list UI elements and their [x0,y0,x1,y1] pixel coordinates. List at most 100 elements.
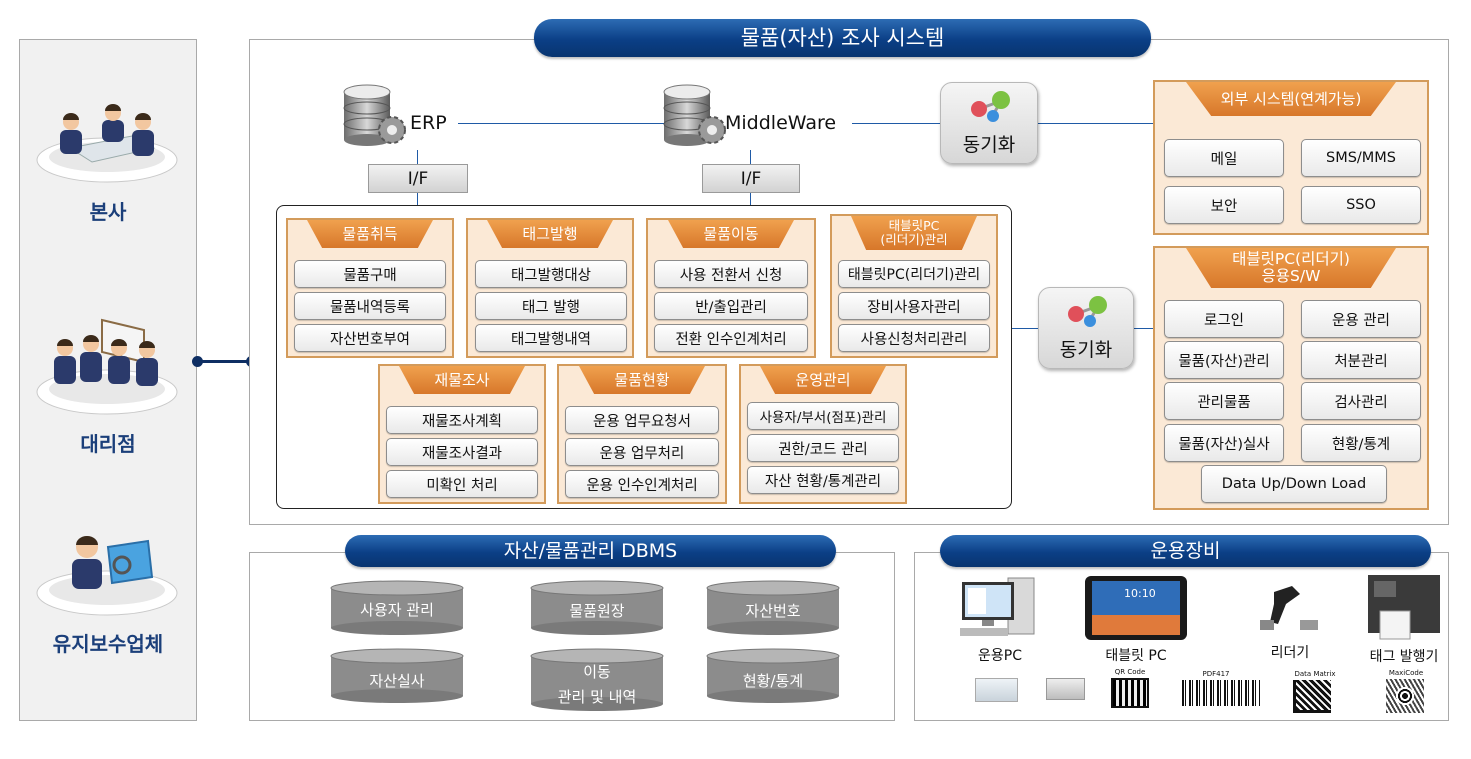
maintenance-person-icon [36,536,178,616]
tablet-sw-button[interactable]: 처분관리 [1301,341,1421,379]
module-button[interactable]: 운용 인수인계처리 [565,470,719,498]
sync-molecule-icon [971,91,1010,122]
group-asset-move: 물품이동 사용 전환서 신청 반/출입관리 전환 인수인계처리 [646,218,816,358]
if-frame-line-2 [750,193,751,205]
cylinder-shape [706,580,840,635]
middleware-if-line [750,150,751,164]
group-asset-acquisition: 물품취득 물품구매 물품내역등록 자산번호부여 [286,218,454,358]
equipment-label-reader: 리더기 [1270,645,1310,661]
middleware-label: MiddleWare [725,112,837,134]
group-inventory-survey: 재물조사 재물조사계획 재물조사결과 미확인 처리 [378,364,546,504]
system-title-banner: 물품(자산) 조사 시스템 [534,19,1151,57]
db-label: 사용자 관리 [360,601,434,619]
equipment-label-tablet: 태블릿 PC [1105,648,1167,664]
erp-middleware-line [458,123,668,124]
agency-people-icon [36,318,178,415]
module-button[interactable]: 태블릿PC(리더기)관리 [838,260,990,288]
module-button[interactable]: 운용 업무요청서 [565,406,719,434]
cylinder-shape [530,580,664,635]
db-label: 현황/통계 [742,672,804,690]
qr-code-icon [1111,678,1149,708]
frame-sync-line [1011,328,1039,329]
middleware-server-icon [663,84,726,146]
tablet-sw-button[interactable]: 현황/통계 [1301,424,1421,462]
module-button[interactable]: 사용 전환서 신청 [654,260,808,288]
module-button[interactable]: 전환 인수인계처리 [654,324,808,352]
sync-box-middle: 동기화 [1038,287,1134,369]
module-button[interactable]: 운용 업무처리 [565,438,719,466]
module-button[interactable]: 자산 현황/통계관리 [747,466,899,494]
group-tablet-management: 태블릿PC (리더기)관리 태블릿PC(리더기)관리 장비사용자관리 사용신청처… [830,214,998,358]
group-title-line1: 태블릿PC(리더기) [1232,250,1350,268]
maxicode-icon [1386,679,1424,713]
sync-box-top: 동기화 [940,82,1038,164]
module-button[interactable]: 사용자/부서(점포)관리 [747,402,899,430]
sidebar-connector [196,360,252,363]
external-button[interactable]: 메일 [1164,139,1284,177]
module-button[interactable]: 장비사용자관리 [838,292,990,320]
group-title: 물품취득 [307,220,433,248]
tablet-sw-button[interactable]: 물품(자산)관리 [1164,341,1284,379]
group-operations: 운영관리 사용자/부서(점포)관리 권한/코드 관리 자산 현황/통계관리 [739,364,907,504]
module-button[interactable]: 재물조사계획 [386,406,538,434]
sync-label-top: 동기화 [962,134,1016,156]
db-cylinder: 사용자 관리 [330,580,464,636]
db-label-line1: 이동 [583,663,611,681]
external-button[interactable]: 보안 [1164,186,1284,224]
external-button[interactable]: SSO [1301,186,1421,224]
headquarters-people-icon [36,104,178,183]
middleware-sync-line [852,123,942,124]
equipment-label-printer: 태그 발행기 [1369,649,1439,665]
sidebar-label-agency: 대리점 [80,432,136,456]
module-button[interactable]: 태그발행내역 [475,324,627,352]
external-button[interactable]: SMS/MMS [1301,139,1421,177]
rfid-tag-sample [975,678,1018,702]
tablet-sw-button[interactable]: 검사관리 [1301,382,1421,420]
tablet-sw-button[interactable]: 관리물품 [1164,382,1284,420]
module-button[interactable]: 권한/코드 관리 [747,434,899,462]
module-button[interactable]: 재물조사결과 [386,438,538,466]
rfid-tag-sample [1046,678,1085,700]
module-button[interactable]: 사용신청처리관리 [838,324,990,352]
group-title: 운영관리 [760,366,886,394]
module-button[interactable]: 태그 발행 [475,292,627,320]
group-title-line2: (리더기)관리 [880,232,948,247]
sync-molecule-icon [1068,296,1107,327]
desktop-pc-icon [960,577,1035,636]
tablet-sw-button[interactable]: 로그인 [1164,300,1284,338]
module-button[interactable]: 자산번호부여 [294,324,446,352]
maxicode-caption: MaxiCode [1388,669,1424,677]
module-button[interactable]: 태그발행대상 [475,260,627,288]
qr-code-caption: QR Code [1114,668,1146,676]
erp-if-box: I/F [368,164,468,193]
group-title: 외부 시스템(연계가능) [1186,82,1396,116]
equipment-title-banner: 운용장비 [940,535,1431,567]
db-cylinder: 물품원장 [530,580,664,636]
group-title: 태블릿PC (리더기)관리 [851,216,977,250]
erp-server-icon [343,84,406,146]
tablet-sw-button[interactable]: 운용 관리 [1301,300,1421,338]
data-up-down-load-button[interactable]: Data Up/Down Load [1201,465,1387,503]
group-title: 태블릿PC(리더기) 응용S/W [1186,248,1396,288]
module-button[interactable]: 물품구매 [294,260,446,288]
cylinder-shape [330,648,464,703]
sidebar-label-maintenance: 유지보수업체 [52,632,164,656]
group-tablet-software: 태블릿PC(리더기) 응용S/W 로그인 운용 관리 물품(자산)관리 처분관리… [1153,246,1429,510]
db-cylinder: 자산번호 [706,580,840,636]
db-cylinder: 이동 관리 및 내역 [530,648,664,712]
data-matrix-icon [1293,680,1331,713]
group-title: 태그발행 [487,220,613,248]
tablet-sw-button[interactable]: 물품(자산)실사 [1164,424,1284,462]
tablet-device-icon: 10:10 [1085,576,1187,640]
barcode-reader-icon [1260,586,1318,630]
module-button[interactable]: 물품내역등록 [294,292,446,320]
dbms-title-banner: 자산/물품관리 DBMS [345,535,836,567]
module-button[interactable]: 미확인 처리 [386,470,538,498]
equipment-label-pc: 운용PC [978,648,1022,664]
data-matrix-caption: Data Matrix [1294,670,1336,678]
group-asset-status: 물품현황 운용 업무요청서 운용 업무처리 운용 인수인계처리 [557,364,727,504]
group-title-line1: 태블릿PC [888,218,940,233]
erp-if-line [417,150,418,164]
module-button[interactable]: 반/출입관리 [654,292,808,320]
pdf417-caption: PDF417 [1202,670,1230,678]
